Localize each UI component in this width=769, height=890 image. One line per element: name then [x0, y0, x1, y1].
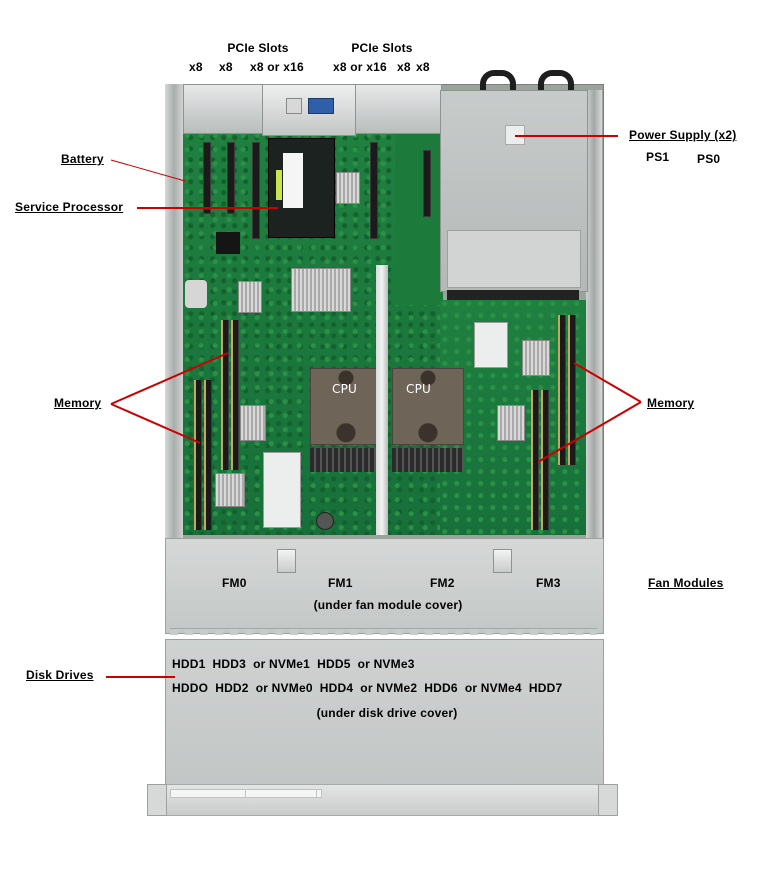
cable-bundle — [185, 280, 207, 308]
fan-cover-vents — [170, 628, 597, 635]
pcie-slot-width: x8 — [189, 60, 203, 74]
vrm-left — [310, 448, 382, 472]
ethernet-port-icon — [286, 98, 302, 114]
pcie-right-title: PCIe Slots — [351, 41, 413, 55]
service-processor-tab — [276, 170, 282, 200]
callout-power-supply: Power Supply (x2) — [629, 128, 737, 142]
capacitor — [316, 512, 334, 530]
pcie-slot-4 — [370, 142, 378, 239]
pcie-slot-width: x8 — [219, 60, 233, 74]
fan-module-fm3: FM3 — [536, 576, 561, 590]
fan-cover-latch-right[interactable] — [493, 549, 512, 573]
vrm-right — [392, 448, 464, 472]
pcie-bracket-right — [355, 84, 442, 134]
fan-cover-latch-left[interactable] — [277, 549, 296, 573]
dimm-slot — [221, 320, 229, 470]
fan-module-fm0: FM0 — [222, 576, 247, 590]
pcie-bracket-left — [183, 84, 263, 134]
rack-ear-left[interactable] — [147, 784, 167, 816]
dimm-slot — [558, 315, 566, 465]
dimm-slot — [531, 390, 539, 530]
cpu-1-label: CPU — [406, 382, 431, 396]
heatsink-small-3 — [240, 405, 266, 441]
dimm-slot — [231, 320, 239, 470]
serial-label-2 — [245, 789, 317, 798]
chassis-left-rail — [165, 84, 183, 539]
fan-module-fm1: FM1 — [328, 576, 353, 590]
rack-ear-right[interactable] — [598, 784, 618, 816]
pcie-slot-width: x8 or x16 — [250, 60, 304, 74]
pcie-slot-1 — [203, 142, 211, 214]
internal-cable — [376, 265, 388, 535]
pcie-left-title: PCIe Slots — [227, 41, 289, 55]
cpu-0-label: CPU — [332, 382, 357, 396]
fan-module-fm2: FM2 — [430, 576, 455, 590]
service-processor-label-sticker — [283, 153, 303, 208]
chipset-heatsink — [291, 268, 351, 312]
power-supply-tag — [505, 125, 525, 145]
pcie-slot-width: x8 — [397, 60, 411, 74]
vga-port-icon — [308, 98, 334, 114]
disk-drive-row-bottom: HDDO HDD2 or NVMe0 HDD4 or NVMe2 HDD6 or… — [172, 681, 563, 695]
pcie-slot-3 — [252, 142, 260, 239]
callout-disk-drives: Disk Drives — [26, 668, 94, 682]
cpu-0-heatsink — [310, 368, 382, 445]
chip — [216, 232, 240, 254]
psu1-handle[interactable] — [480, 70, 516, 92]
pcie-slot-width: x8 or x16 — [333, 60, 387, 74]
heatsink-small-5 — [522, 340, 550, 376]
callout-service-processor: Service Processor — [15, 200, 124, 214]
disk-drive-row-top: HDD1 HDD3 or NVMe1 HDD5 or NVMe3 — [172, 657, 415, 671]
pcie-slot-width: x8 — [416, 60, 430, 74]
heatsink-small-2 — [238, 281, 262, 313]
dimm-slot — [568, 315, 576, 465]
dimm-latch-bracket-right — [474, 322, 508, 368]
psu-connector — [447, 290, 579, 300]
fan-cover-note: (under fan module cover) — [313, 598, 463, 612]
fan-module-cover — [165, 538, 604, 634]
psu-label-ps0: PS0 — [697, 152, 721, 166]
disk-drive-cover — [165, 639, 604, 786]
psu-label-ps1: PS1 — [646, 150, 670, 164]
dimm-slot — [194, 380, 202, 530]
callout-memory-left: Memory — [54, 396, 102, 410]
dimm-slot — [204, 380, 212, 530]
chassis-right-rail — [586, 90, 602, 539]
pcie-slot-2 — [227, 142, 235, 214]
dimm-latch-bracket — [263, 452, 301, 528]
heatsink-small-4 — [215, 473, 245, 507]
callout-memory-right: Memory — [647, 396, 695, 410]
heatsink-small — [336, 172, 360, 204]
heatsink-small-6 — [497, 405, 525, 441]
callout-fan-modules: Fan Modules — [648, 576, 724, 590]
power-supply-lower-cover — [447, 230, 581, 288]
cpu-1-heatsink — [392, 368, 464, 445]
callout-battery: Battery — [61, 152, 104, 166]
dimm-slot — [541, 390, 549, 530]
pcie-slot-6 — [423, 150, 431, 217]
psu0-handle[interactable] — [538, 70, 574, 92]
disk-cover-note: (under disk drive cover) — [316, 706, 458, 720]
